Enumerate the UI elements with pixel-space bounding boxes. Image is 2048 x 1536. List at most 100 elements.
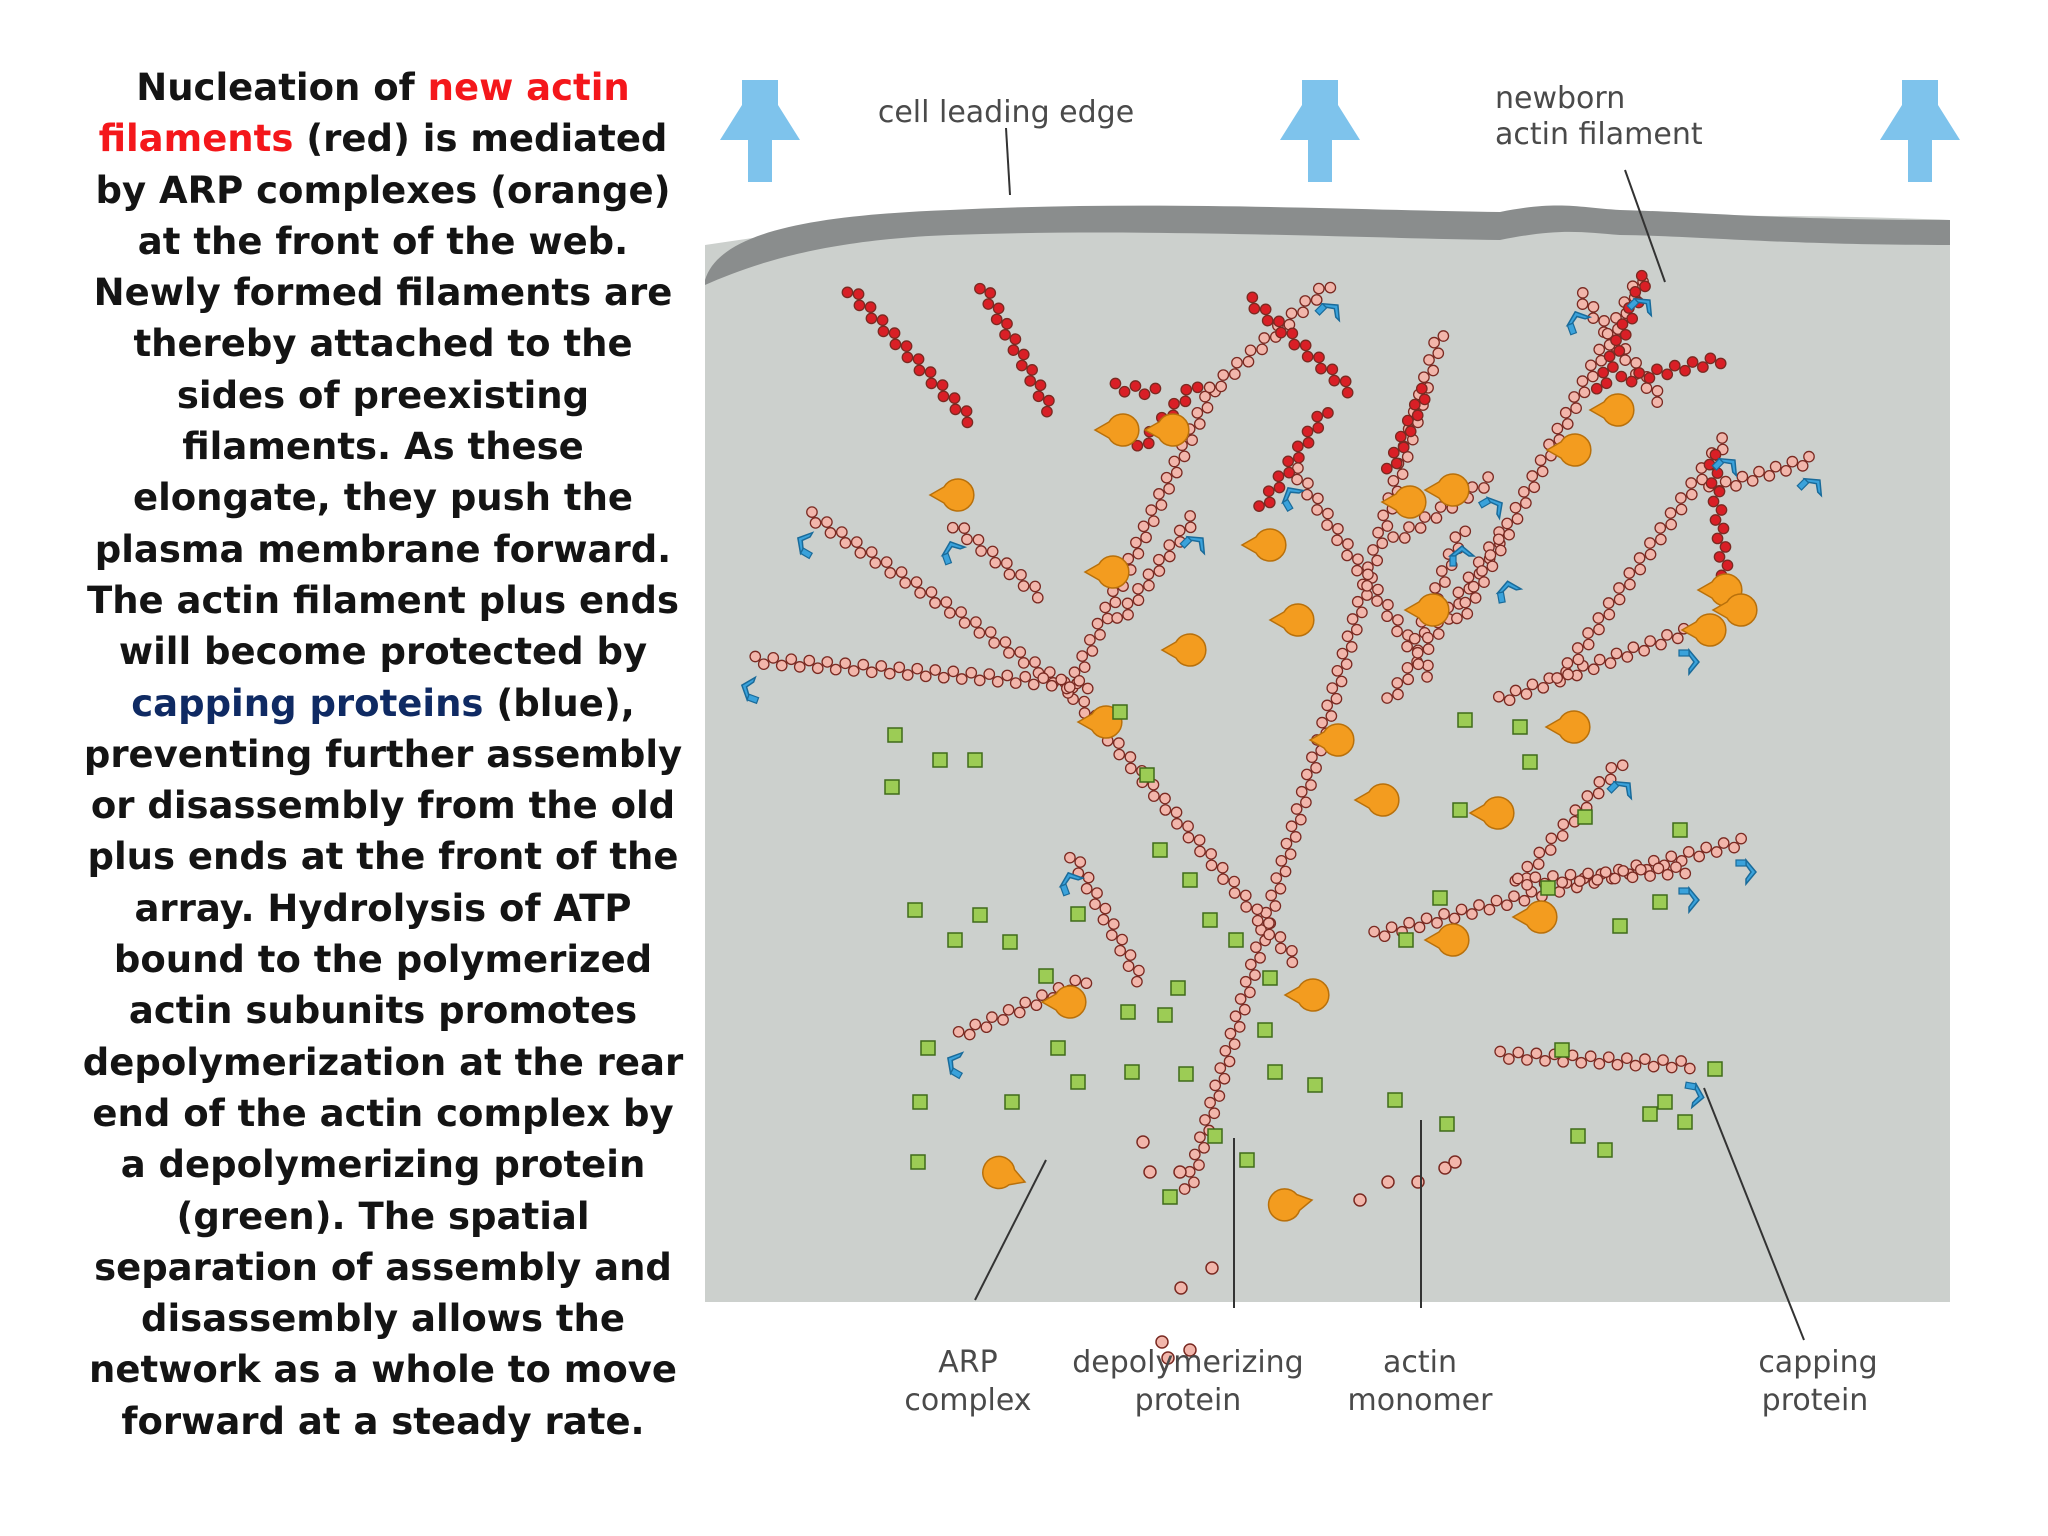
depolymerizing-protein-icon <box>1207 1128 1223 1144</box>
capping-protein-icon <box>1678 647 1700 677</box>
arp-complex-icon <box>1093 413 1140 447</box>
depolymerizing-protein-icon <box>1257 1022 1273 1038</box>
capping-proteins-highlight: capping proteins <box>131 681 484 725</box>
newborn-filament-label-line1: newborn <box>1495 81 1625 116</box>
leading-edge-pointer <box>1005 127 1011 196</box>
capping-protein-icon <box>1684 1081 1705 1110</box>
capping-protein-icon <box>1495 580 1524 604</box>
new-actin-filaments-highlight: new actin filaments <box>98 66 630 161</box>
depolymerizing-protein-label-line1: depolymerizing <box>1072 1345 1303 1380</box>
arp-complex-icon <box>1267 1188 1314 1222</box>
capping-protein-icon <box>797 531 815 560</box>
actin-monomer-icon <box>1136 1135 1150 1149</box>
capping-protein-icon <box>1711 457 1738 478</box>
arp-pointer <box>974 1159 1047 1301</box>
arp-complex-icon <box>1680 613 1727 647</box>
arp-complex-icon <box>1711 593 1758 627</box>
depolymerizing-protein-icon <box>1162 1189 1178 1205</box>
depolymerizing-protein-icon <box>1139 767 1155 783</box>
callout-lines <box>974 127 1805 1341</box>
depolymerizing-protein-icon <box>947 932 963 948</box>
old-filament <box>952 974 1093 1041</box>
newborn-filament-pointer <box>1624 169 1666 283</box>
depolymerizing-protein-icon <box>1152 842 1168 858</box>
arp-complex-icon <box>1544 710 1591 744</box>
depolymerizing-protein-icon <box>1432 890 1448 906</box>
new-filament <box>1246 291 1354 399</box>
depolymerizing-protein-icon <box>1262 970 1278 986</box>
depolymerizing-protein-icon <box>1652 894 1668 910</box>
actin-monomer-icon <box>1143 1165 1157 1179</box>
depolymerizing-protein-icon <box>920 1040 936 1056</box>
depolymerizing-protein-icon <box>1157 1007 1173 1023</box>
arp-complex-label-line1: ARP <box>938 1345 997 1380</box>
arp-complex-icon <box>1283 978 1330 1012</box>
capping-protein-icon <box>1678 885 1700 915</box>
arp-complex-icon <box>1353 783 1400 817</box>
depolymerizing-protein-icon <box>1677 1114 1693 1130</box>
arp-complex-icon <box>1240 528 1287 562</box>
depolymerizing-protein-icon <box>1038 968 1054 984</box>
depolymerizing-protein-icon <box>1522 754 1538 770</box>
actin-monomer-icon <box>1155 1335 1169 1349</box>
depolymerizing-protein-icon <box>1112 704 1128 720</box>
capping-protein-label-line2: protein <box>1762 1383 1869 1418</box>
capping-protein-icon <box>947 1051 965 1080</box>
depolymerizing-protein-icon <box>1307 1077 1323 1093</box>
labels: cell leading edge newborn actin filament… <box>878 81 1878 1418</box>
depolymerizing-protein-icon <box>1124 1064 1140 1080</box>
up-arrow-icon <box>1280 80 1360 182</box>
depolymerizing-protein-icon <box>1070 906 1086 922</box>
depolymerizing-protein-icon <box>1002 934 1018 950</box>
body-text-part-2: (blue), preventing further assembly or d… <box>82 681 684 1443</box>
new-filament <box>1253 407 1334 512</box>
depolymerizing-protein-label-line2: protein <box>1135 1383 1242 1418</box>
body-text-part-1: (red) is mediated by ARP complexes (oran… <box>86 117 680 674</box>
arp-complex-icon <box>1468 796 1515 830</box>
depolymerizing-protein-icon <box>1612 918 1628 934</box>
capping-protein-icon <box>1565 310 1593 336</box>
arp-complex-icon <box>1160 633 1207 667</box>
depolymerizing-protein-icon <box>932 752 948 768</box>
capping-protein-icon <box>1796 477 1823 498</box>
new-filament <box>1590 269 1651 395</box>
depolymerizing-protein-icon <box>1457 712 1473 728</box>
new-filament <box>1109 377 1162 401</box>
actin-monomer-icon <box>1353 1193 1367 1207</box>
new-filament <box>1615 352 1727 388</box>
new-filament <box>974 282 1055 418</box>
depolymerizing-protein-icon <box>1178 1066 1194 1082</box>
depolymerizing-protein-icon <box>1239 1152 1255 1168</box>
depolymerizing-protein-icon <box>1512 719 1528 735</box>
depolymerizing-protein-icon <box>1554 1042 1570 1058</box>
actin-monomer-icon <box>1183 1343 1197 1357</box>
arp-complex-icon <box>1308 723 1355 757</box>
capping-protein-icon <box>740 675 760 705</box>
new-filament <box>1380 382 1431 475</box>
depolymerizing-protein-icon <box>1577 809 1593 825</box>
actin-network-diagram: cell leading edge newborn actin filament… <box>700 60 1960 1455</box>
depolymerizing-protein-icon <box>1170 980 1186 996</box>
new-filament <box>1703 448 1734 582</box>
capping-protein-icon <box>1735 857 1757 887</box>
capping-protein-icon <box>1179 535 1206 556</box>
cytoplasm-area <box>705 207 1950 1303</box>
actin-monomer-icon <box>1205 1261 1219 1275</box>
depolymerizing-protein-icon <box>967 752 983 768</box>
depolymerizing-protein-icon <box>1004 1094 1020 1110</box>
depolymerizing-protein-icon <box>1570 1128 1586 1144</box>
capping-protein-label-line1: capping <box>1758 1345 1877 1380</box>
old-filament <box>1203 281 1337 394</box>
actin-monomer-icon <box>1448 1155 1462 1169</box>
capping-protein-icon <box>1281 487 1306 513</box>
actin-monomer-icon <box>1161 1351 1175 1365</box>
capping-protein-icon <box>1477 496 1503 521</box>
actin-monomer-icon <box>1173 1165 1187 1179</box>
depolymerizing-protein-icon <box>1398 932 1414 948</box>
capping-protein-icon <box>940 540 968 566</box>
depolymerizing-protein-icon <box>887 727 903 743</box>
old-filament <box>749 650 1094 695</box>
newborn-filament-label-line2: actin filament <box>1495 117 1703 152</box>
arp-complex-icon <box>1380 485 1427 519</box>
depolymerizing-protein-icon <box>1642 1106 1658 1122</box>
